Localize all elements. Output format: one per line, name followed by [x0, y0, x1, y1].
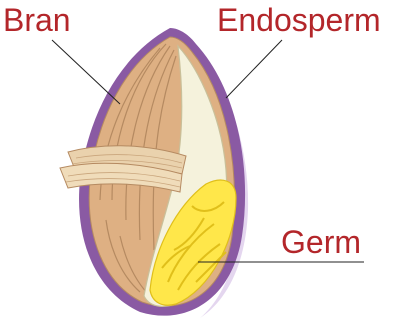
endosperm-label: Endosperm	[217, 4, 381, 36]
bran-leader-line	[52, 40, 120, 104]
endosperm-leader-line	[226, 40, 282, 98]
germ-label: Germ	[281, 226, 361, 258]
bran-label: Bran	[3, 4, 71, 36]
